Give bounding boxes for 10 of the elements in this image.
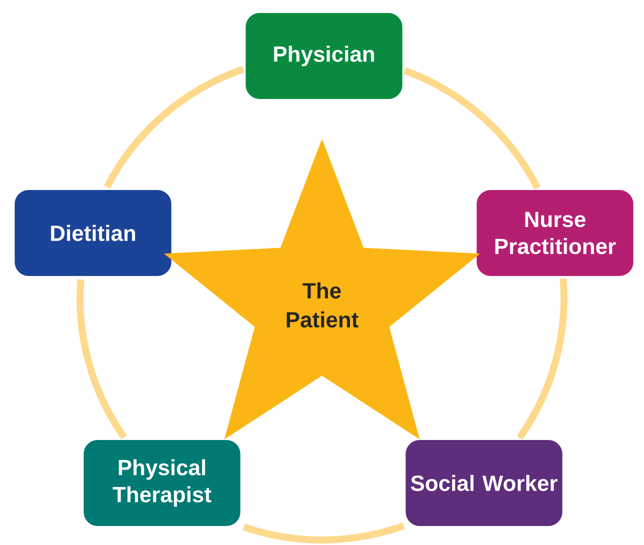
ring-arc <box>403 67 541 190</box>
ring-arc <box>242 522 405 544</box>
role-box: Dietitian <box>14 190 172 276</box>
role-box: Nurse Practitioner <box>476 190 634 276</box>
ring-arc <box>76 280 128 440</box>
ring-arc <box>104 66 244 189</box>
role-box: Physical Therapist <box>84 440 240 526</box>
role-box: Social Worker <box>406 440 562 526</box>
ring-arc <box>516 278 568 440</box>
role-box: Physician <box>246 13 402 99</box>
